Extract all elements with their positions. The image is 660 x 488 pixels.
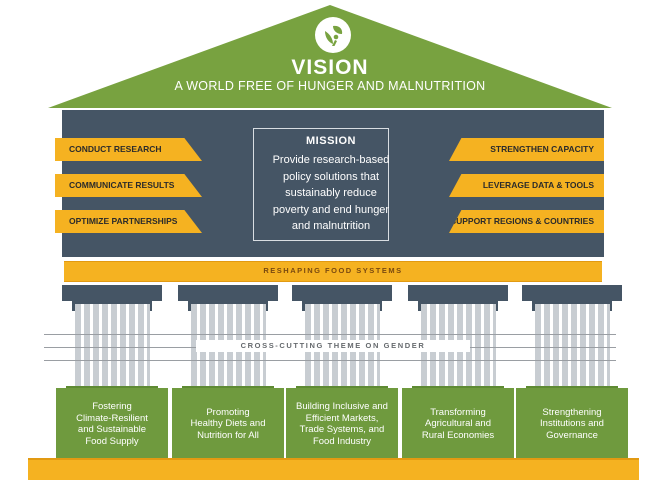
vision-subtitle: A WORLD FREE OF HUNGER AND MALNUTRITION: [174, 79, 486, 93]
column-cap: [178, 285, 278, 301]
pillar-climate-resilient-food-supply: Fostering Climate-Resilient and Sustaina…: [56, 388, 168, 460]
column-cap: [522, 285, 622, 301]
pillar-text-line: Food Supply: [85, 435, 139, 447]
cross-cutting-line: [44, 360, 616, 361]
column-shaft: [75, 304, 150, 392]
pillar-text-line: Transforming: [430, 406, 486, 418]
ribbon-support-regions-countries: SUPPORT REGIONS & COUNTRIES: [449, 210, 604, 233]
pillar-text-line: Governance: [546, 429, 598, 441]
pillar-text-line: Healthy Diets and: [190, 418, 266, 430]
vision-title: VISION: [291, 56, 369, 79]
column-shaft: [535, 304, 610, 392]
pillar-text-line: Climate-Resilient: [76, 412, 148, 424]
reshaping-band-label: RESHAPING FOOD SYSTEMS: [263, 266, 403, 275]
mission-line: policy solutions that: [283, 170, 379, 183]
pillar-text-line: Rural Economies: [421, 429, 495, 441]
pillar-text-line: Fostering: [92, 401, 132, 412]
pillar-text-line: Nutrition for All: [197, 429, 259, 441]
pillar-text-line: Efficient Markets,: [305, 412, 379, 424]
reshaping-band: [64, 261, 602, 282]
pillar-institutions-governance: Strengthening Institutions and Governanc…: [516, 388, 628, 460]
pillar-text-line: Trade Systems, and: [299, 424, 385, 435]
cross-cutting-label: CROSS-CUTTING THEME ON GENDER: [196, 340, 470, 352]
ribbon-strengthen-capacity: STRENGTHEN CAPACITY: [449, 138, 604, 161]
pillar-text-line: Promoting: [206, 406, 250, 418]
ribbon-leverage-data-tools: LEVERAGE DATA & TOOLS: [449, 174, 604, 197]
mission-frame: [253, 128, 389, 241]
pillar-text-line: Food Industry: [312, 435, 372, 447]
pillar-healthy-diets-nutrition: Promoting Healthy Diets and Nutrition fo…: [172, 388, 284, 460]
column-cap: [62, 285, 162, 301]
pillar-agricultural-rural-economies: Transforming Agricultural and Rural Econ…: [402, 388, 514, 460]
foundation-plinth: [28, 458, 639, 480]
mission-line: and malnutrition: [291, 220, 371, 232]
cross-cutting-line: [44, 334, 616, 335]
column-cap: [292, 285, 392, 301]
pillar-text-line: Institutions and: [540, 418, 604, 430]
ribbon-optimize-partnerships: OPTIMIZE PARTNERSHIPS: [55, 210, 202, 233]
leaf-person-logo-icon: [315, 17, 351, 53]
pillar-text-line: Agricultural and: [424, 418, 491, 430]
pillar-text-line: and Sustainable: [77, 424, 147, 435]
roof-pediment: [48, 5, 612, 108]
pillar-text-line: Building Inclusive and: [296, 401, 388, 412]
column-cap: [408, 285, 508, 301]
mission-statement: Provide research-based policy solutions …: [246, 152, 416, 235]
mission-line: poverty and end hunger: [272, 203, 390, 216]
mission-line: Provide research-based: [272, 154, 390, 166]
ribbon-conduct-research: CONDUCT RESEARCH: [55, 138, 202, 161]
pillar-text-line: Strengthening: [542, 406, 602, 418]
mission-title: MISSION: [306, 135, 356, 147]
mission-line: sustainably reduce: [285, 187, 377, 199]
pillar-inclusive-efficient-markets: Building Inclusive and Efficient Markets…: [286, 388, 398, 460]
ribbon-communicate-results: COMMUNICATE RESULTS: [55, 174, 202, 197]
